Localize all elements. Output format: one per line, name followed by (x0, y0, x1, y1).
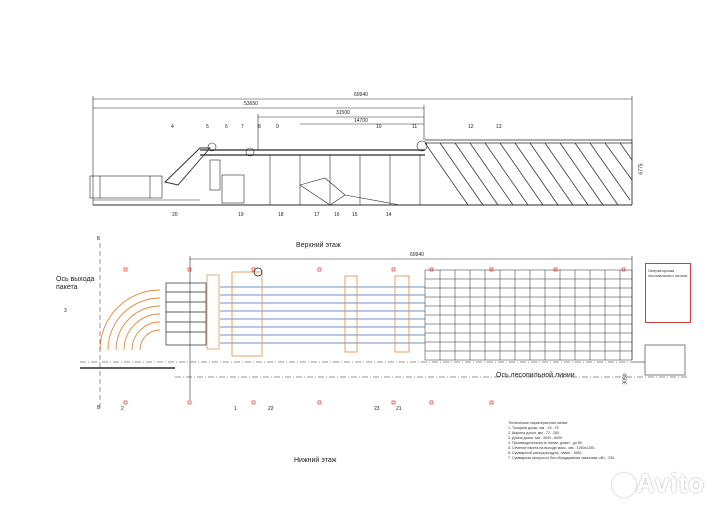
storage-grid (424, 269, 633, 361)
callout: 12 (468, 124, 474, 130)
callout: 2 (121, 406, 124, 412)
callout: 5 (206, 124, 209, 130)
grid-mark: Б (97, 405, 101, 411)
spec-item: 6. Суммарный расход воздуха, л/мин - 166… (508, 451, 583, 455)
callout: 16 (334, 212, 340, 218)
dim-lower: 60940 (410, 252, 424, 258)
callout: 21 (396, 406, 402, 412)
dim-small: 14700 (354, 118, 368, 124)
callout: 14 (386, 212, 392, 218)
callout: 8 (258, 124, 261, 130)
dim-side-upper: 6775 (638, 163, 645, 175)
lower-floor (80, 243, 688, 410)
caption-upper: Верхний этаж (296, 242, 341, 249)
callout: 20 (172, 212, 178, 218)
callout: 4 (171, 124, 174, 130)
specs-title: Технические характеристики линии: (508, 421, 569, 425)
callout: 6 (225, 124, 228, 130)
callout: 10 (376, 124, 382, 130)
callout: 3 (64, 308, 67, 314)
spec-item: 5. Сечение пакета на выходе макс., мм - … (508, 446, 596, 450)
callout: 11 (412, 124, 418, 130)
operator-room-box: Операторская лесопильного потока (645, 263, 691, 323)
axis-exit-label: Ось выхода пакета (56, 276, 95, 291)
callout: 13 (496, 124, 502, 130)
watermark: Avito (636, 468, 706, 498)
callout: 18 (278, 212, 284, 218)
callout: 22 (268, 406, 274, 412)
packer-block (165, 274, 220, 350)
callout: 7 (241, 124, 244, 130)
spec-item: 3. Длина доски, мм - 3000...6000. (508, 436, 564, 440)
avito-logo-icon (612, 473, 636, 497)
callout: 19 (238, 212, 244, 218)
dim-total: 60940 (354, 92, 368, 98)
spec-item: 1. Толщина доски, мм - 16...75. (508, 426, 560, 430)
callout: 23 (374, 406, 380, 412)
column-markers (123, 267, 626, 405)
spec-item: 7. Суммарная мощность без оборудования з… (508, 456, 616, 460)
caption-lower: Нижний этаж (294, 457, 337, 464)
callout: 15 (352, 212, 358, 218)
sorting-bins (424, 139, 633, 206)
upper-floor (89, 96, 633, 206)
spec-item: 4. Производительность линии, д/мин - до … (508, 441, 583, 445)
dim-mid: 53650 (244, 101, 258, 107)
conveyor-strips (220, 267, 425, 357)
axis-saw-label: Ось лесопильной линии (496, 372, 575, 379)
grid-mark: Б (97, 236, 101, 242)
spec-item: 2. Ширина доски, мм - 72...250. (508, 431, 560, 435)
callout: 17 (314, 212, 320, 218)
dim-inner: 31500 (336, 110, 350, 116)
operator-room-label: Операторская лесопильного потока (648, 268, 688, 278)
dim-side-lower: 3050 (622, 373, 629, 385)
callout: 9 (276, 124, 279, 130)
callout: 1 (234, 406, 237, 412)
specs-block: Технические характеристики линии: 1. Тол… (508, 421, 648, 461)
